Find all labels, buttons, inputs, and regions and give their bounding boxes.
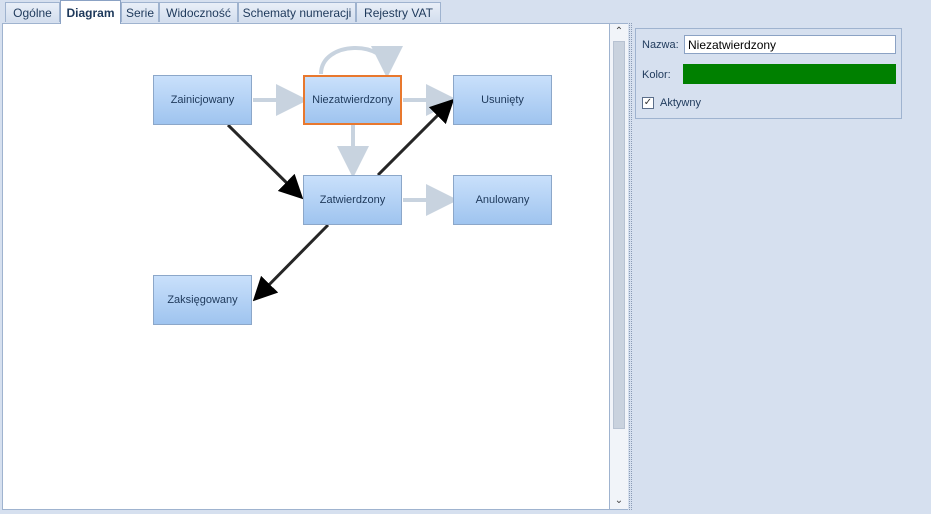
aktywny-label: Aktywny <box>660 97 701 109</box>
tab-strip: Ogólne Diagram Serie Widoczność Schematy… <box>0 0 931 24</box>
arrow-zatwierdzony-zaksiegowany <box>252 223 330 302</box>
arrow-zainicjowany-zatwierdzony <box>226 123 304 200</box>
panel-splitter[interactable] <box>629 23 632 510</box>
arrow-zatwierdzony-usuniety <box>376 98 455 177</box>
nazwa-input[interactable] <box>684 35 896 54</box>
diagram-arrows <box>226 45 458 302</box>
tab-serie[interactable]: Serie <box>121 2 159 22</box>
properties-panel: Nazwa: Kolor: ✓ Aktywny <box>635 28 902 119</box>
kolor-label: Kolor: <box>642 69 671 81</box>
tab-rejestry-vat[interactable]: Rejestry VAT <box>356 2 441 22</box>
scroll-down-icon[interactable]: ⌄ <box>614 495 624 506</box>
node-niezatwierdzony[interactable]: Niezatwierdzony <box>303 75 402 125</box>
scroll-up-icon[interactable]: ⌃ <box>614 26 624 37</box>
kolor-color-picker[interactable] <box>683 64 896 84</box>
nazwa-label: Nazwa: <box>642 39 679 51</box>
tab-diagram[interactable]: Diagram <box>60 0 121 24</box>
node-zaksiegowany[interactable]: Zaksięgowany <box>153 275 252 325</box>
tab-widocznosc[interactable]: Widoczność <box>159 2 238 22</box>
node-usuniety[interactable]: Usunięty <box>453 75 552 125</box>
node-anulowany[interactable]: Anulowany <box>453 175 552 225</box>
arrow-niezatwierdzony-self-loop <box>319 45 403 78</box>
tab-ogolne[interactable]: Ogólne <box>5 2 60 22</box>
tab-schematy-numeracji[interactable]: Schematy numeracji <box>238 2 356 22</box>
diagram-canvas[interactable]: Zainicjowany Niezatwierdzony Usunięty Za… <box>2 23 610 510</box>
node-zainicjowany[interactable]: Zainicjowany <box>153 75 252 125</box>
node-zatwierdzony[interactable]: Zatwierdzony <box>303 175 402 225</box>
scroll-thumb[interactable] <box>613 41 625 429</box>
vertical-scrollbar[interactable]: ⌃ ⌄ <box>610 23 628 510</box>
aktywny-checkbox[interactable]: ✓ <box>642 97 654 109</box>
